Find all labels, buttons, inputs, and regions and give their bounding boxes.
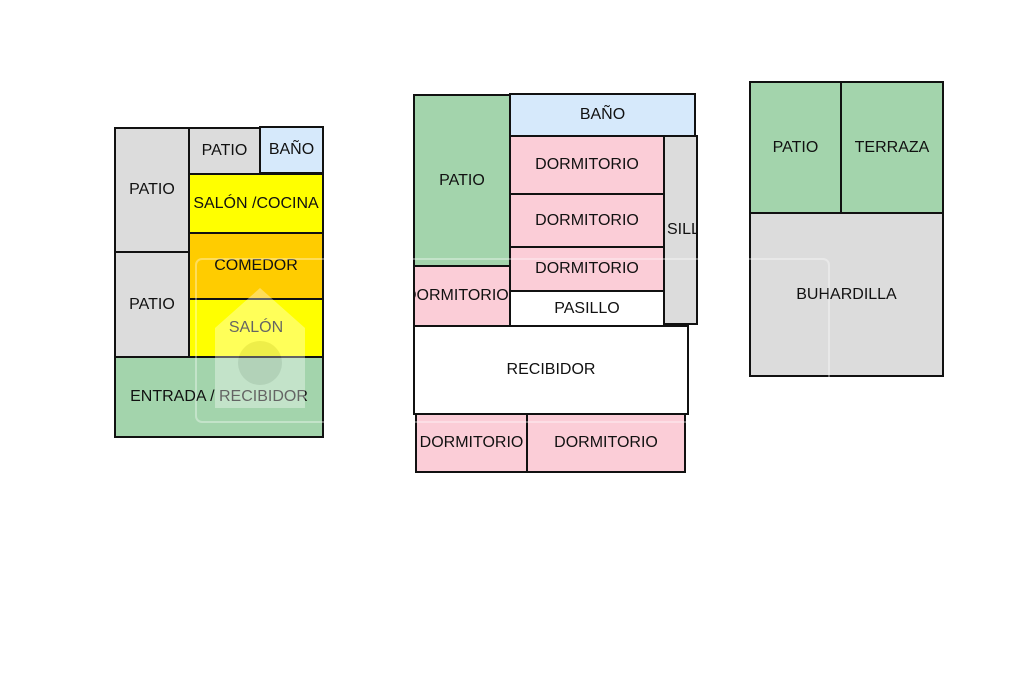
room-label: DORMITORIO	[413, 287, 509, 304]
room-pasillo: PASILLO	[509, 290, 665, 327]
room-patio-right: PATIO	[749, 81, 842, 215]
room-terraza: TERRAZA	[840, 81, 944, 215]
room-salon: SALÓN	[188, 298, 324, 358]
room-label: DORMITORIO	[535, 260, 639, 277]
room-label: BAÑO	[268, 141, 315, 158]
room-pasillo-vertical: SILLO	[663, 135, 698, 325]
room-label: SALÓN /COCINA	[193, 194, 319, 212]
room-label: PATIO	[129, 181, 175, 198]
room-comedor: COMEDOR	[188, 232, 324, 300]
room-label: DORMITORIO	[419, 434, 524, 451]
room-bano-middle: BAÑO	[509, 93, 696, 137]
room-label: PASILLO	[554, 299, 620, 317]
room-bano-left: BAÑO	[259, 126, 324, 174]
room-patio-mid-left: PATIO	[114, 251, 190, 358]
room-label: SALÓN	[228, 319, 284, 336]
room-label: RECIBIDOR	[506, 361, 596, 378]
room-salon-cocina: SALÓN /COCINA	[188, 173, 324, 234]
room-dormitorio-3: DORMITORIO	[509, 246, 665, 292]
room-label: SILLO	[667, 221, 696, 238]
room-entrada-recibidor: ENTRADA / RECIBIDOR	[114, 356, 324, 438]
room-dormitorio-2: DORMITORIO	[509, 193, 665, 248]
room-label: COMEDOR	[214, 257, 298, 274]
room-label: PATIO	[439, 171, 485, 189]
room-dormitorio-bottom-right: DORMITORIO	[526, 413, 686, 473]
room-label: BAÑO	[579, 106, 626, 123]
room-label: DORMITORIO	[535, 156, 639, 173]
room-patio-top-left: PATIO	[114, 127, 190, 253]
room-label: BUHARDILLA	[796, 285, 897, 303]
room-label: DORMITORIO	[535, 211, 639, 229]
room-label: DORMITORIO	[554, 434, 658, 451]
room-label: PATIO	[201, 142, 248, 159]
room-label: PATIO	[129, 295, 175, 313]
room-dormitorio-bottom-left: DORMITORIO	[415, 413, 528, 473]
room-dormitorio-left: DORMITORIO	[413, 265, 511, 327]
room-dormitorio-1: DORMITORIO	[509, 135, 665, 195]
room-label: PATIO	[772, 139, 819, 156]
room-label: ENTRADA / RECIBIDOR	[130, 388, 308, 405]
room-label: TERRAZA	[854, 139, 930, 156]
room-recibidor: RECIBIDOR	[413, 325, 689, 415]
room-patio-small: PATIO	[188, 127, 261, 175]
room-buhardilla: BUHARDILLA	[749, 212, 944, 377]
room-patio-middle: PATIO	[413, 94, 511, 267]
